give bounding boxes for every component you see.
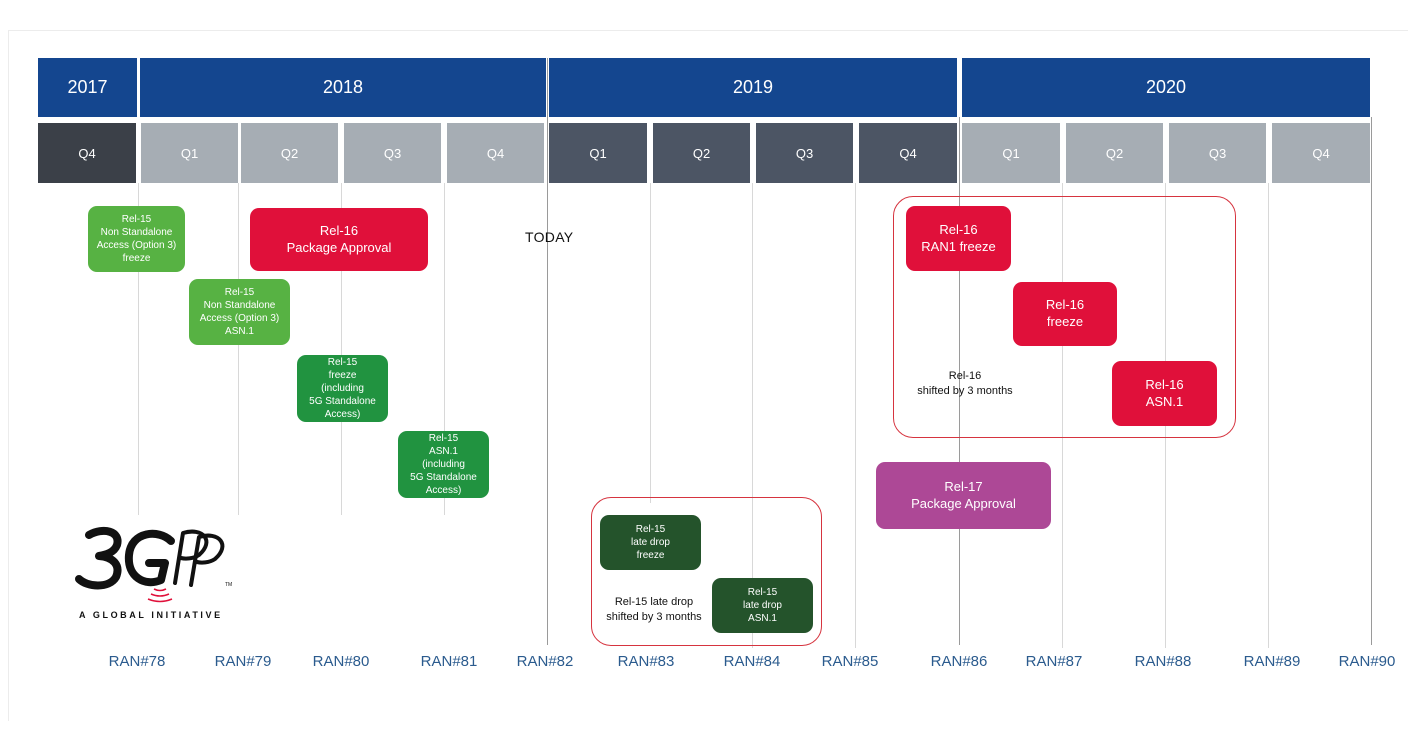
quarter-2019-q1: Q1 <box>549 123 647 183</box>
ran-meeting-label: RAN#83 <box>617 653 675 670</box>
ran-meeting-label: RAN#85 <box>821 653 879 670</box>
today-line <box>547 58 548 645</box>
gridline <box>650 183 651 503</box>
ran-meeting-label: RAN#89 <box>1243 653 1301 670</box>
ran-meeting-label: RAN#88 <box>1134 653 1192 670</box>
3gpp-logo: TM <box>75 526 232 603</box>
quarter-2019-q4: Q4 <box>859 123 957 183</box>
milestone-rel17-package-approval: Rel-17 Package Approval <box>876 462 1051 529</box>
gridline <box>1062 183 1063 648</box>
milestone-rel16-ran1-freeze: Rel-16 RAN1 freeze <box>906 206 1011 271</box>
milestone-rel16-package-approval: Rel-16 Package Approval <box>250 208 428 271</box>
gridline <box>1268 183 1269 648</box>
timeline-frame <box>8 30 1408 721</box>
gridline <box>238 183 239 515</box>
year-2018: 2018 <box>140 58 546 117</box>
gridline <box>752 183 753 648</box>
quarter-2020-q4: Q4 <box>1272 123 1370 183</box>
year-2019: 2019 <box>549 58 957 117</box>
ran-meeting-label: RAN#81 <box>420 653 478 670</box>
ran-meeting-label: RAN#86 <box>930 653 988 670</box>
rel16-shift-outline <box>893 196 1236 438</box>
milestone-rel15-nsa-freeze: Rel-15 Non Standalone Access (Option 3) … <box>88 206 185 272</box>
ran-meeting-label: RAN#82 <box>516 653 574 670</box>
rel15-late-drop-shift-outline <box>591 497 822 646</box>
ran-meeting-label: RAN#87 <box>1025 653 1083 670</box>
milestone-rel16-asn1: Rel-16 ASN.1 <box>1112 361 1217 426</box>
milestone-rel15-asn1: Rel-15 ASN.1 (including 5G Standalone Ac… <box>398 431 489 498</box>
year-2017: 2017 <box>38 58 137 117</box>
note-rel15-late-drop-shift: Rel-15 late drop shifted by 3 months <box>606 596 702 623</box>
quarter-2020-q2: Q2 <box>1066 123 1163 183</box>
today-label: TODAY <box>525 229 574 245</box>
milestone-rel15-nsa-asn1: Rel-15 Non Standalone Access (Option 3) … <box>189 279 290 345</box>
quarter-2018-q1: Q1 <box>141 123 238 183</box>
gridline <box>444 183 445 515</box>
ran-meeting-label: RAN#79 <box>214 653 272 670</box>
milestone-rel15-late-drop-freeze: Rel-15 late drop freeze <box>600 515 701 570</box>
gridline <box>1371 117 1372 645</box>
year-2020: 2020 <box>962 58 1370 117</box>
quarter-2020-q1: Q1 <box>962 123 1060 183</box>
quarter-2018-q4: Q4 <box>447 123 544 183</box>
gridline <box>959 117 960 645</box>
gridline <box>341 183 342 515</box>
milestone-rel15-late-drop-asn1: Rel-15 late drop ASN.1 <box>712 578 813 633</box>
quarter-2020-q3: Q3 <box>1169 123 1266 183</box>
ran-meeting-label: RAN#78 <box>108 653 166 670</box>
svg-text:TM: TM <box>225 582 232 588</box>
quarter-2018-q3: Q3 <box>344 123 441 183</box>
quarter-2017-q4: Q4 <box>38 123 136 183</box>
gridline <box>138 183 139 515</box>
ran-meeting-label: RAN#80 <box>312 653 370 670</box>
quarter-2018-q2: Q2 <box>241 123 338 183</box>
quarter-2019-q2: Q2 <box>653 123 750 183</box>
ran-meeting-label: RAN#90 <box>1338 653 1396 670</box>
ran-meeting-label: RAN#84 <box>723 653 781 670</box>
quarter-2019-q3: Q3 <box>756 123 853 183</box>
note-rel16-shift: Rel-16 shifted by 3 months <box>917 370 1013 397</box>
logo-tagline: A GLOBAL INITIATIVE <box>79 610 223 620</box>
milestone-rel15-freeze: Rel-15 freeze (including 5G Standalone A… <box>297 355 388 422</box>
gridline <box>855 183 856 648</box>
milestone-rel16-freeze: Rel-16 freeze <box>1013 282 1117 346</box>
